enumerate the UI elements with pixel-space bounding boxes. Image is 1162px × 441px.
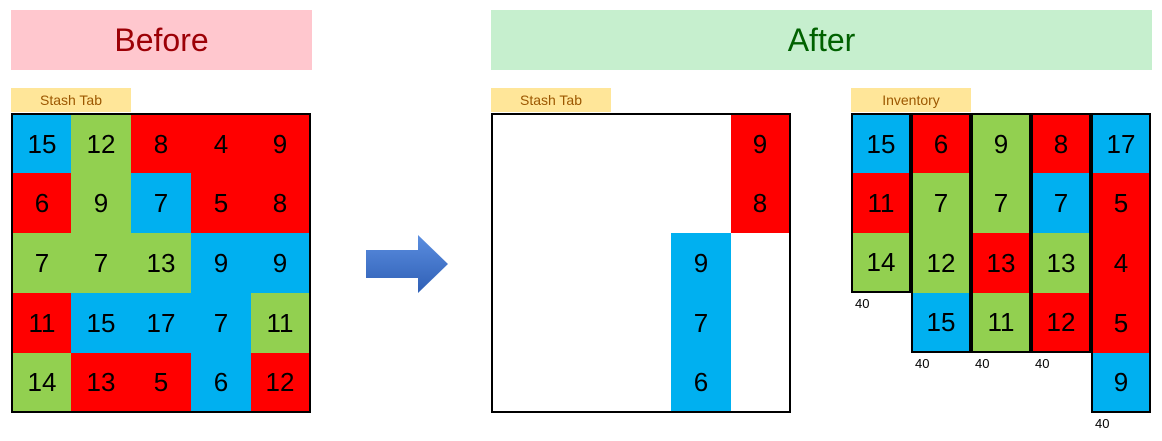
stash-tab-label-after: Stash Tab: [491, 88, 611, 112]
stash-item: 14: [13, 353, 71, 411]
inventory-item: 11: [973, 293, 1029, 351]
inventory-item: 9: [1093, 353, 1149, 411]
inventory-item: 5: [1093, 293, 1149, 353]
stash-item: 9: [71, 173, 131, 233]
inventory-label: Inventory: [851, 88, 971, 112]
stash-tab-label-before: Stash Tab: [11, 88, 131, 112]
stash-item: 9: [671, 233, 731, 293]
inventory-item: 6: [913, 115, 969, 173]
inventory-item: 14: [853, 233, 909, 291]
inventory-item: 13: [973, 233, 1029, 293]
column-weight-label: 40: [975, 356, 990, 371]
inventory-item: 9: [973, 115, 1029, 173]
stash-item: 9: [191, 233, 251, 293]
stash-item: 9: [251, 233, 309, 293]
stash-item: 11: [13, 293, 71, 353]
inventory-item: 5: [1093, 173, 1149, 233]
stash-item: 5: [131, 353, 191, 411]
inventory-item: 11: [853, 173, 909, 233]
stash-item: 9: [731, 115, 789, 173]
stash-item: 4: [191, 115, 251, 173]
stash-item: 7: [191, 293, 251, 353]
stash-item: 6: [13, 173, 71, 233]
stash-item: 7: [71, 233, 131, 293]
stash-item: 15: [13, 115, 71, 173]
stash-item: 7: [131, 173, 191, 233]
stash-item: 13: [71, 353, 131, 411]
stash-item: 6: [671, 353, 731, 411]
column-weight-label: 40: [915, 356, 930, 371]
inventory-item: 12: [1033, 293, 1089, 351]
column-weight-label: 40: [1095, 416, 1110, 431]
inventory-item: 12: [913, 233, 969, 293]
stash-item: 9: [251, 115, 309, 173]
stash-item: 17: [131, 293, 191, 353]
stash-item: 8: [731, 173, 789, 233]
stash-item: 12: [71, 115, 131, 173]
inventory-item: 8: [1033, 115, 1089, 173]
stash-item: 13: [131, 233, 191, 293]
inventory-item: 13: [1033, 233, 1089, 293]
stash-item: 12: [251, 353, 309, 411]
inventory-item: 15: [913, 293, 969, 351]
stash-item: 7: [13, 233, 71, 293]
stash-item: 8: [131, 115, 191, 173]
stash-item: 15: [71, 293, 131, 353]
inventory-item: 17: [1093, 115, 1149, 173]
inventory-item: 4: [1093, 233, 1149, 293]
column-weight-label: 40: [1035, 356, 1050, 371]
before-banner: Before: [11, 10, 312, 70]
stash-item: 8: [251, 173, 309, 233]
after-banner: After: [491, 10, 1152, 70]
stash-item: 6: [191, 353, 251, 411]
inventory-item: 7: [913, 173, 969, 233]
stash-item: 5: [191, 173, 251, 233]
inventory-item: 7: [973, 173, 1029, 233]
column-weight-label: 40: [855, 296, 870, 311]
inventory-item: 15: [853, 115, 909, 173]
stash-item: 11: [251, 293, 309, 353]
inventory-item: 7: [1033, 173, 1089, 233]
stash-item: 7: [671, 293, 731, 353]
right-arrow-icon: [366, 235, 448, 293]
